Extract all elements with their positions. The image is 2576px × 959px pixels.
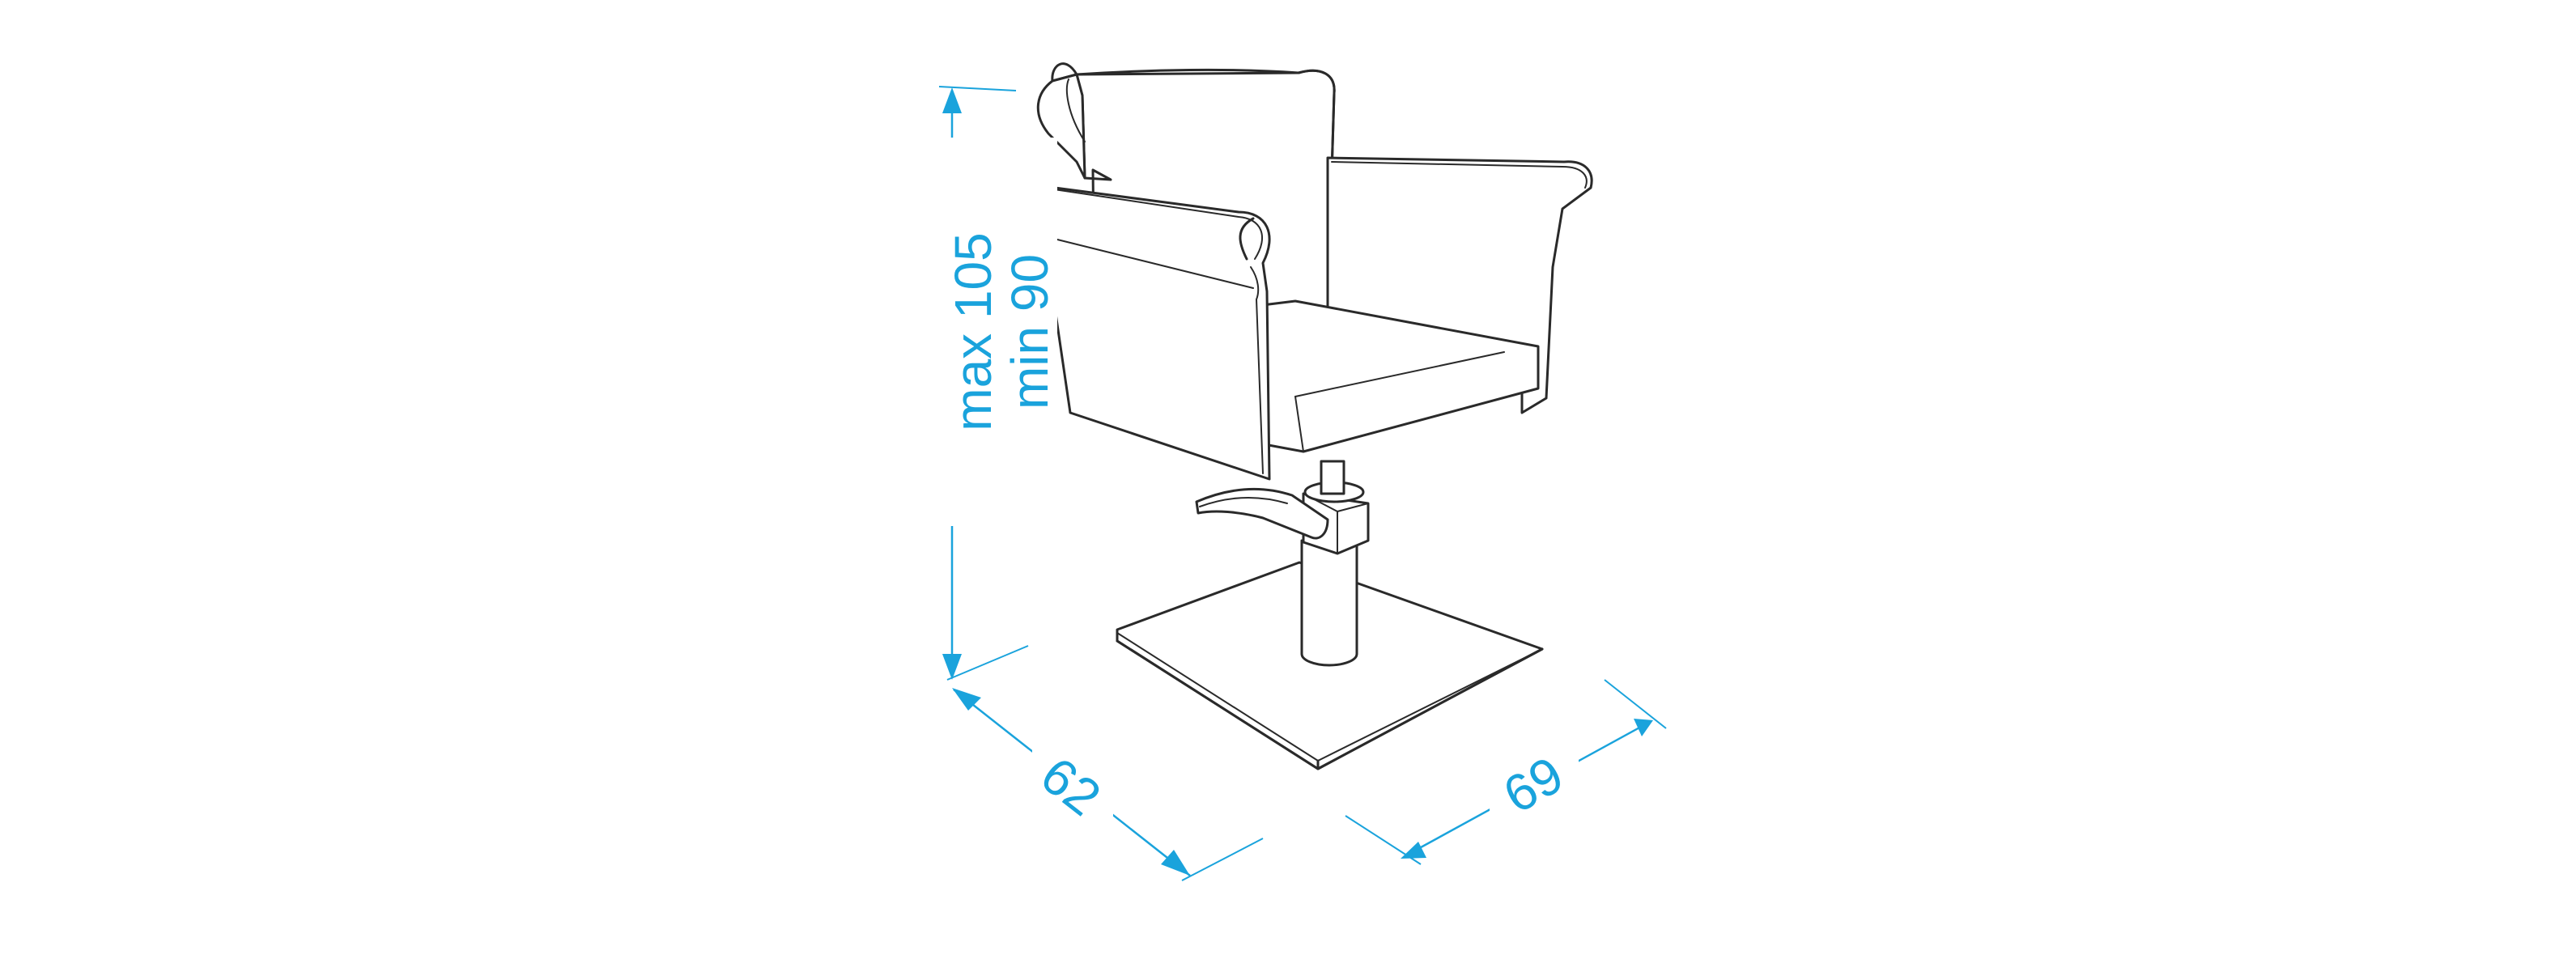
- chair-column: [1300, 539, 1358, 667]
- depth-dimension: 62: [952, 688, 1264, 881]
- height-arrow-bottom: [942, 654, 962, 680]
- depth-arrow-top: [952, 688, 981, 711]
- height-ext-top: [938, 86, 1017, 91]
- height-ext-bottom: [946, 645, 1029, 681]
- width-dimension: 69: [1345, 679, 1667, 865]
- chair-hydraulic-housing: [1302, 460, 1370, 555]
- chair-seat-cushion: [1241, 299, 1540, 453]
- height-max-label: max 105: [944, 232, 1002, 431]
- width-arrow-start: [1401, 842, 1426, 859]
- height-arrow-top: [942, 87, 962, 113]
- depth-label-gap: [1032, 740, 1113, 821]
- chair-foot-pump-lever: [1195, 487, 1329, 540]
- height-dimension: max 105 min 90: [938, 86, 1059, 681]
- height-label-gap: [939, 138, 1057, 526]
- height-min-label: min 90: [1001, 254, 1059, 409]
- depth-arrow-bottom: [1161, 850, 1190, 876]
- width-ext-end: [1604, 679, 1667, 729]
- width-arrow-end: [1634, 719, 1653, 736]
- depth-ext-end: [1181, 838, 1264, 881]
- salon-chair-drawing: [1003, 62, 1593, 770]
- width-label-gap: [1490, 745, 1579, 825]
